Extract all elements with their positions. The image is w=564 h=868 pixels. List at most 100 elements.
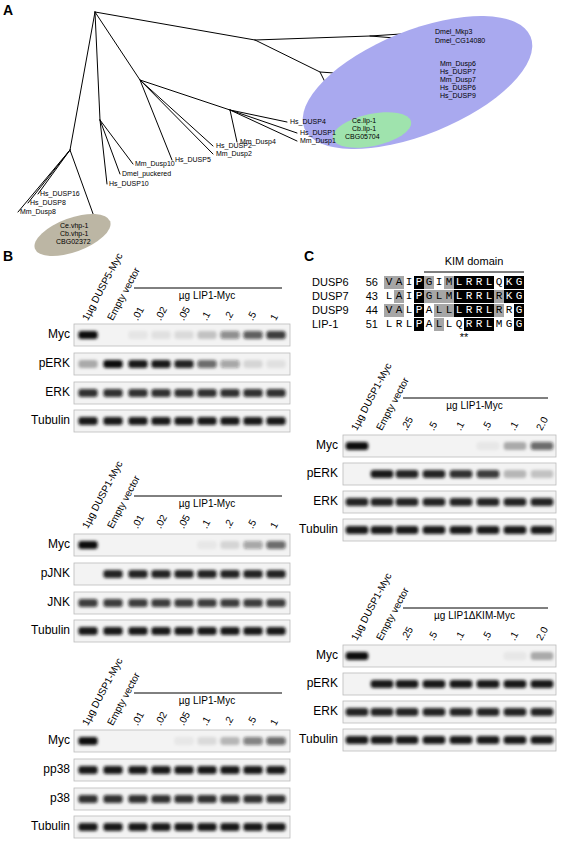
amount-label: .05: [176, 304, 193, 322]
blot-strip: [343, 645, 556, 667]
species-label: Cb.vhp-1: [60, 230, 88, 238]
blot-band: [151, 823, 170, 831]
blot-band: [504, 498, 527, 506]
row-label: Tubulin: [31, 414, 70, 428]
blot-band: [78, 599, 97, 607]
residue: A: [394, 290, 404, 303]
species-label: Mm_Dusp10: [135, 160, 175, 168]
sequence: LRLPALLQRRLMGG: [384, 318, 524, 331]
amount-label: .05: [176, 709, 193, 727]
residue: R: [494, 304, 504, 317]
row-label: Myc: [316, 649, 338, 663]
blot-band: [78, 795, 97, 803]
residue: L: [384, 318, 394, 331]
residue: Q: [494, 276, 504, 289]
blot-strip: [74, 410, 290, 432]
blot-band: [396, 680, 419, 688]
row-label: pJNK: [41, 567, 70, 581]
amount-label: .1: [199, 517, 213, 530]
amount-label: .5: [480, 629, 494, 642]
blot-band: [346, 736, 369, 744]
residue: L: [454, 276, 464, 289]
residue: R: [494, 290, 504, 303]
species-label: CBG02372: [56, 238, 91, 246]
sequence-name: DUSP9: [312, 304, 349, 317]
residue: L: [404, 318, 414, 331]
blot-band: [78, 627, 97, 635]
blot-band: [477, 708, 500, 716]
blot-band: [174, 766, 193, 774]
amount-label: .5: [426, 419, 440, 432]
row-label: p38: [50, 792, 70, 806]
blot-band: [266, 737, 285, 745]
blot-band: [266, 627, 285, 635]
residue: M: [444, 290, 454, 303]
blot-band: [531, 652, 554, 660]
residue: V: [384, 304, 394, 317]
row-label: JNK: [47, 596, 70, 610]
blot-band: [220, 389, 239, 397]
clade-ellipse: Ce.vhp-1Cb.vhp-1CBG02372: [30, 215, 115, 255]
sequence-name: LIP-1: [312, 318, 338, 331]
blot-strip: [74, 620, 290, 642]
row-label: Tubulin: [299, 523, 338, 537]
blot-band: [103, 599, 122, 607]
panel-letter: B: [3, 248, 13, 264]
residue: L: [454, 304, 464, 317]
blot-strip: [74, 788, 290, 810]
blot-band: [371, 470, 394, 478]
blot-band: [396, 736, 419, 744]
blot-band: [450, 470, 473, 478]
blot-band: [477, 736, 500, 744]
residue: G: [504, 318, 514, 331]
residue: L: [434, 290, 444, 303]
amount-label: .1: [199, 309, 213, 322]
blot-strip: [74, 816, 290, 838]
blot-band: [78, 823, 97, 831]
blot-band: [243, 627, 262, 635]
species-label: Ce.lip-1: [352, 117, 376, 125]
blot-band: [220, 570, 239, 578]
blot-band: [450, 736, 473, 744]
species-label: Cb.lip-1: [352, 125, 376, 133]
species-label: Ce.vhp-1: [60, 222, 88, 230]
blot-band: [531, 498, 554, 506]
blot-band: [346, 442, 369, 450]
blot-band: [103, 795, 122, 803]
group-bar: [403, 608, 548, 609]
blot-strip: [74, 759, 290, 781]
blot-band: [266, 541, 285, 549]
blot-band: [531, 526, 554, 534]
row-label: ERK: [313, 705, 338, 719]
blot-band: [103, 627, 122, 635]
blot-band: [128, 766, 147, 774]
sequence-name: DUSP6: [312, 276, 349, 289]
blot-band: [78, 360, 97, 368]
sequence-name: DUSP7: [312, 290, 349, 303]
blot-band: [197, 541, 216, 549]
species-label: Mm_Dusp2: [216, 150, 252, 158]
residue: A: [394, 304, 404, 317]
residue: M: [494, 318, 504, 331]
residue: M: [444, 276, 454, 289]
blot-strip: [343, 673, 556, 695]
residue: V: [384, 276, 394, 289]
blot-band: [128, 795, 147, 803]
residue: K: [504, 290, 514, 303]
residue: P: [414, 290, 424, 303]
blot-band: [243, 541, 262, 549]
blot-band: [504, 652, 527, 660]
blot-band: [151, 766, 170, 774]
amount-label: 1: [268, 312, 281, 322]
blot-band: [396, 708, 419, 716]
blot-band: [220, 737, 239, 745]
blot-band: [151, 417, 170, 425]
row-label: Myc: [48, 734, 70, 748]
clade-ellipse: Ce.lip-1Cb.lip-1CBG05704: [325, 110, 419, 150]
blot-band: [531, 470, 554, 478]
residue: L: [434, 318, 444, 331]
residue: R: [474, 304, 484, 317]
domain-title: KIM domain: [445, 255, 504, 268]
amount-label: .05: [176, 512, 193, 530]
residue: L: [444, 304, 454, 317]
